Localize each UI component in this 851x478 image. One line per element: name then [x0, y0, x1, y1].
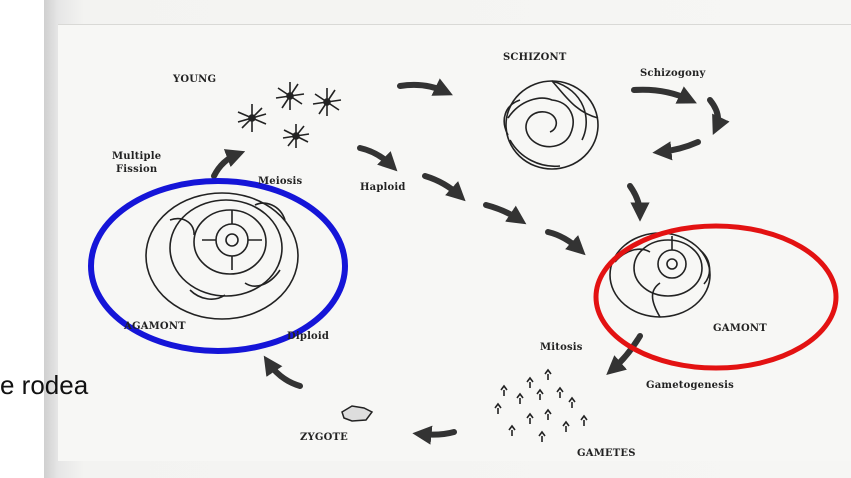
arrow-fission	[214, 154, 238, 176]
label-diploid: Diploid	[287, 331, 329, 342]
arrow-haploid-1	[425, 176, 460, 196]
young-forms	[238, 82, 341, 148]
arrow-haploid-2	[486, 205, 520, 220]
gametes	[495, 370, 587, 442]
label-gametogenesis: Gametogenesis	[646, 380, 734, 391]
label-haploid: Haploid	[360, 182, 406, 193]
slide-caption: e rodea	[0, 370, 88, 401]
label-young: YOUNG	[173, 74, 216, 85]
arrow-schizogony-1	[634, 90, 690, 100]
gamont-highlight	[596, 226, 836, 368]
arrow-schizogony-3	[660, 142, 698, 152]
arrow-haploid-3	[548, 232, 580, 250]
agamont-shell	[146, 193, 298, 319]
label-gametes: GAMETES	[577, 448, 636, 459]
arrow-meiosis-1	[360, 148, 392, 166]
schizont-shell	[504, 81, 598, 169]
label-agamont: AGAMONT	[124, 321, 186, 332]
label-meiosis: Meiosis	[258, 176, 302, 187]
arrow-schizogony-2	[710, 100, 718, 128]
arrow-schizont-gamont	[630, 186, 640, 214]
label-mitosis: Mitosis	[540, 342, 583, 353]
label-schizogony: Schizogony	[640, 68, 705, 79]
label-gamont: GAMONT	[713, 323, 767, 334]
gamont-shell	[610, 233, 710, 317]
label-zygote: ZYGOTE	[300, 432, 348, 443]
label-schizont: SCHIZONT	[503, 52, 567, 63]
arrow-zygote-agamont	[268, 362, 300, 386]
arrow-gametes-zygote	[420, 432, 454, 435]
arrow-young-schizont	[400, 85, 446, 92]
label-multiple-fission: Multiple Fission	[112, 150, 161, 176]
zygote	[342, 406, 372, 421]
